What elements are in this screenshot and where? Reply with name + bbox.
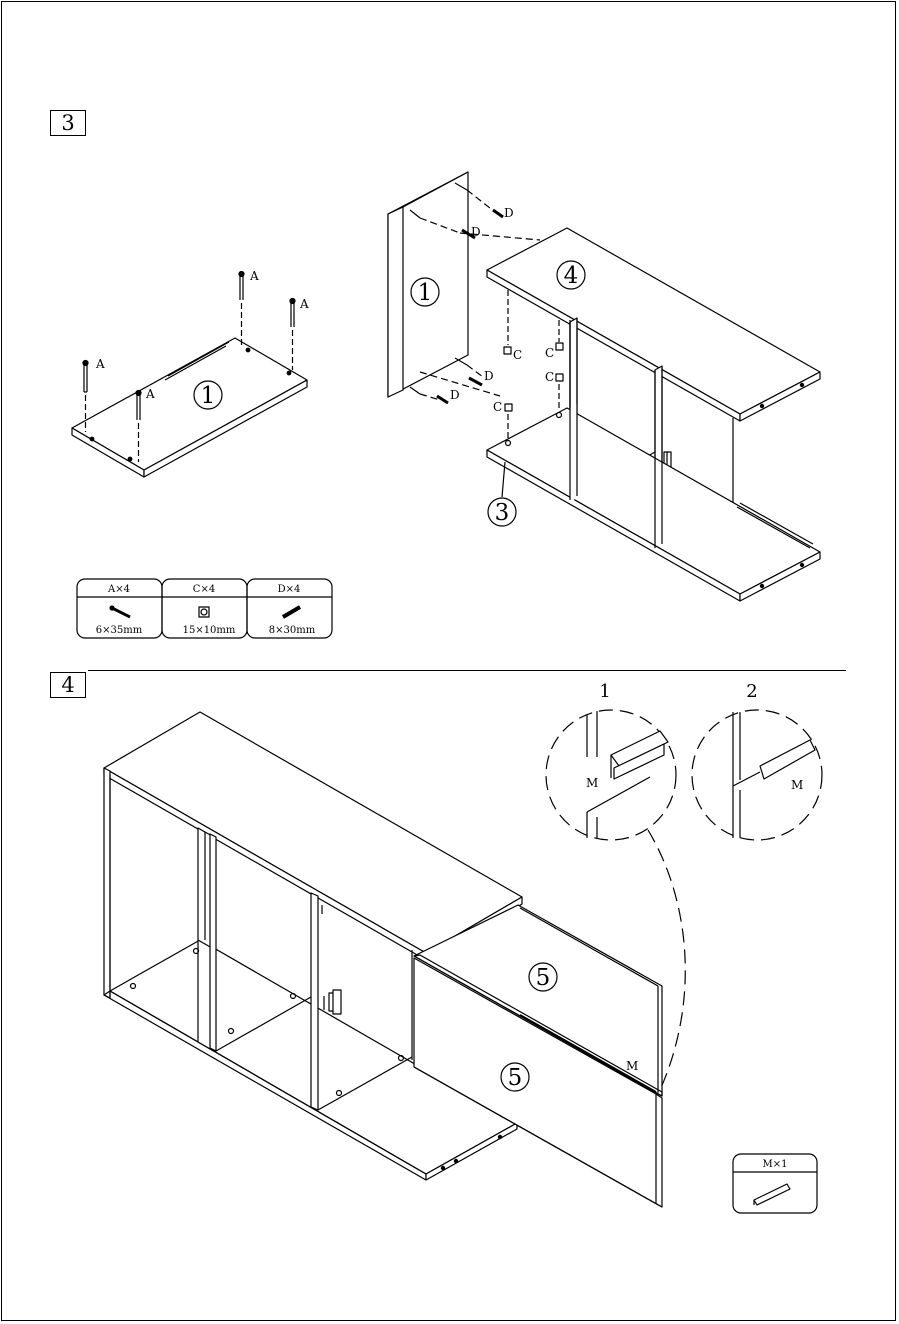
- hardware-size: 8×30mm: [269, 625, 316, 636]
- panel-4-label: 4: [564, 263, 579, 289]
- detail-inset-1: [546, 710, 676, 840]
- hardware-code: D×4: [278, 584, 301, 595]
- step3-cabinet-assembly: [388, 172, 820, 601]
- panel-1-label: 1: [418, 280, 433, 306]
- fastener-label-c: C: [493, 400, 502, 414]
- cam-bolt-icon: [239, 272, 244, 346]
- fastener-label-c: C: [513, 348, 522, 362]
- fastener-label-a: A: [299, 297, 309, 311]
- fastener-label-a: A: [145, 387, 155, 401]
- step3-panel-1-assembly: [72, 272, 307, 478]
- cam-bolt-icon: [110, 606, 130, 617]
- fastener-label-d: D: [450, 388, 460, 402]
- dowel-icon: [283, 607, 300, 617]
- inset-1-label: M: [586, 776, 598, 790]
- hardware-code: C×4: [193, 584, 215, 595]
- handle-strip-icon: [754, 1184, 790, 1205]
- door-5-label: 5: [508, 1065, 523, 1091]
- panel-3-label: 3: [495, 500, 510, 526]
- door-5-label: 5: [536, 965, 551, 991]
- hardware-code: A×4: [107, 584, 130, 595]
- inset-2-label: M: [791, 778, 803, 792]
- hardware-size: 6×35mm: [96, 625, 143, 636]
- fastener-label-a: A: [95, 357, 105, 371]
- inset-2-number: 2: [746, 681, 757, 702]
- fastener-label-c: C: [545, 346, 554, 360]
- fastener-label-d: D: [484, 369, 494, 383]
- cam-lock-icon: [199, 607, 209, 617]
- fastener-label-d: D: [471, 225, 481, 239]
- fastener-label-d: D: [504, 206, 514, 220]
- handle-label: M: [626, 1059, 638, 1073]
- step4-cabinet-assembly: [104, 712, 662, 1207]
- inset-1-number: 1: [599, 681, 610, 702]
- fastener-label-c: C: [545, 370, 554, 384]
- panel-1-label: 1: [201, 383, 216, 409]
- hardware-code: M×1: [763, 1159, 788, 1170]
- hardware-size: 15×10mm: [183, 625, 236, 636]
- detail-inset-2: [692, 710, 822, 840]
- fastener-label-a: A: [249, 269, 259, 283]
- cam-bolt-icon: [290, 299, 295, 371]
